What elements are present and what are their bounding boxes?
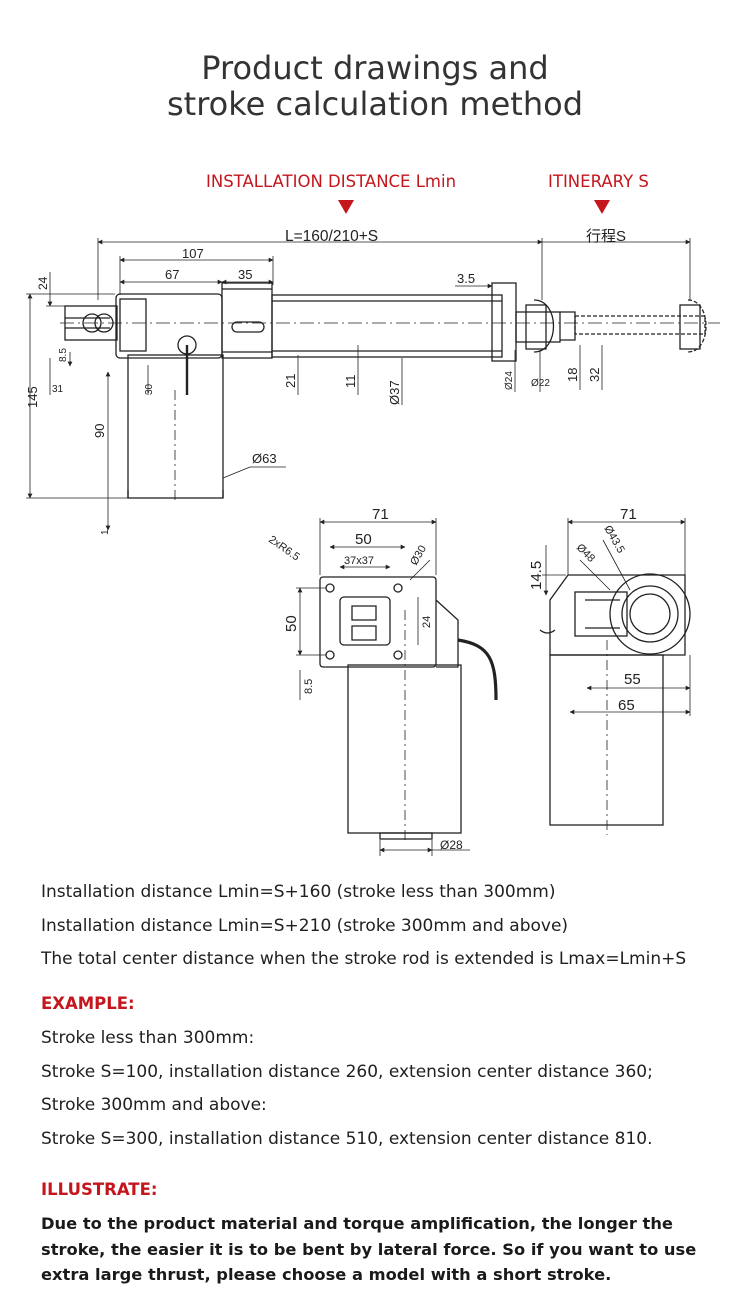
side-view-dimension-texts: L=160/210+S 行程S 107 67 35 3.5 24 8.5 31 … <box>25 228 626 535</box>
note-line-1: Installation distance Lmin=S+160 (stroke… <box>41 882 556 902</box>
page-title: Product drawings and stroke calculation … <box>0 50 750 122</box>
dim-f8-5: 8.5 <box>303 679 315 694</box>
note-line-2: Installation distance Lmin=S+210 (stroke… <box>41 915 569 936</box>
itinerary-arrow-icon <box>594 200 610 214</box>
gearbox-end <box>549 574 686 656</box>
dim-stroke-cn: 行程S <box>586 228 626 245</box>
dim-s55: 55 <box>624 671 641 688</box>
motor-body-front <box>347 664 462 834</box>
end-view <box>539 573 691 835</box>
installation-distance-label: INSTALLATION DISTANCE Lmin <box>206 172 457 191</box>
dim-s14-5: 14.5 <box>528 561 545 590</box>
installation-arrow-icon <box>338 200 354 214</box>
motor-body-end <box>549 654 664 826</box>
dim-phi37: Ø37 <box>387 380 402 405</box>
front-view-dimension-texts: 71 50 37x37 2xR6.5 Ø30 50 24 8.5 Ø28 <box>266 506 463 852</box>
example-line-2: Stroke S=100, installation distance 260,… <box>41 1061 653 1082</box>
dim-11: 11 <box>343 375 358 389</box>
dim-f71: 71 <box>372 506 389 523</box>
dim-f50v: 50 <box>283 615 300 632</box>
dim-30: 30 <box>144 383 155 395</box>
page-title-line-1: Product drawings and <box>201 49 549 87</box>
dim-90: 90 <box>92 424 107 438</box>
dim-phi24: Ø24 <box>504 371 515 390</box>
dim-s71: 71 <box>620 506 637 523</box>
dim-f37x37: 37x37 <box>344 555 374 567</box>
dim-sphi43-5: Ø43.5 <box>601 524 626 556</box>
outer-tube-front <box>221 282 273 359</box>
front-view <box>319 576 498 840</box>
dim-67: 67 <box>165 267 179 282</box>
itinerary-label: ITINERARY S <box>548 172 649 191</box>
end-view-dimension-texts: 71 Ø43.5 Ø48 14.5 55 65 <box>528 506 641 714</box>
dim-32: 32 <box>587 368 602 382</box>
example-heading: EXAMPLE: <box>41 994 135 1013</box>
dim-phi63: Ø63 <box>252 451 277 466</box>
inner-rod <box>515 311 561 343</box>
dim-phi22: Ø22 <box>531 378 550 389</box>
dim-f2xr6-5: 2xR6.5 <box>266 534 301 564</box>
page-title-line-2: stroke calculation method <box>166 85 583 123</box>
example-line-1: Stroke less than 300mm: <box>41 1028 255 1048</box>
dim-f24: 24 <box>421 616 433 628</box>
motor-body-side <box>127 354 224 499</box>
dim-35: 35 <box>238 267 252 282</box>
dim-31: 31 <box>52 384 64 395</box>
dim-sphi48: Ø48 <box>574 542 597 565</box>
example-block: Stroke less than 300mm: Stroke S=100, in… <box>41 1022 731 1156</box>
illustrate-text: Due to the product material and torque a… <box>41 1214 697 1284</box>
dim-145: 145 <box>25 386 40 408</box>
dim-l: L=160/210+S <box>285 228 378 245</box>
dim-s65: 65 <box>618 697 635 714</box>
dim-1: 1 <box>100 529 111 535</box>
outer-tube <box>271 294 503 358</box>
side-view <box>60 282 720 500</box>
gearbox-side <box>115 293 223 359</box>
dim-18: 18 <box>565 368 580 382</box>
dim-fphi28: Ø28 <box>440 838 463 852</box>
note-line-3: The total center distance when the strok… <box>41 949 687 969</box>
dim-21: 21 <box>283 374 298 388</box>
dim-f50: 50 <box>355 531 372 548</box>
dim-107: 107 <box>182 246 204 261</box>
formula-notes: Installation distance Lmin=S+160 (stroke… <box>41 876 731 977</box>
dim-3-5: 3.5 <box>457 271 475 286</box>
dim-8-5: 8.5 <box>58 348 69 362</box>
illustrate-heading: ILLUSTRATE: <box>41 1180 158 1199</box>
example-line-3: Stroke 300mm and above: <box>41 1095 267 1115</box>
extended-rod <box>574 315 706 335</box>
gearbox-front <box>319 576 437 668</box>
example-line-4: Stroke S=300, installation distance 510,… <box>41 1128 653 1149</box>
technical-drawing: L=160/210+S 行程S 107 67 35 3.5 24 8.5 31 … <box>25 228 720 856</box>
dim-24: 24 <box>36 276 50 290</box>
